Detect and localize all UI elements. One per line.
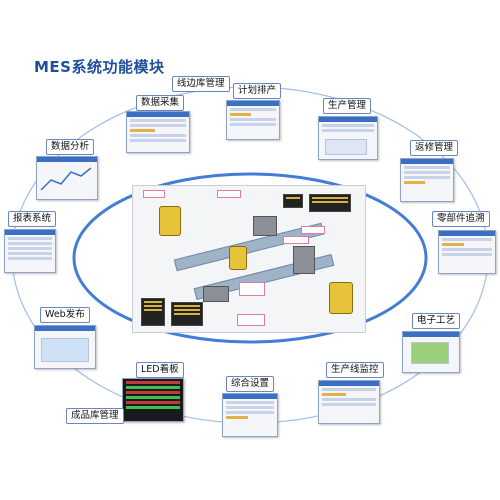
data-analysis-screenshot (36, 156, 98, 200)
module-report-label[interactable]: 报表系统 (8, 211, 57, 227)
station-tag (239, 282, 265, 296)
monitor-panel (171, 302, 203, 326)
production-line-diagram (132, 185, 366, 333)
monitor-panel (309, 194, 351, 212)
module-data-analysis-label[interactable]: 数据分析 (46, 139, 95, 155)
config-screenshot (222, 393, 278, 437)
module-data-collect-label[interactable]: 数据采集 (136, 95, 185, 111)
monitor-panel (283, 194, 303, 208)
parts-trace-screenshot (438, 230, 496, 274)
module-led-board-label[interactable]: LED看板 (136, 362, 184, 378)
line-monitor-screenshot (318, 380, 380, 424)
module-schedule-label[interactable]: 计划排产 (233, 83, 282, 99)
robot-arm (229, 246, 247, 270)
robot-arm (329, 282, 353, 314)
led-board-screenshot (122, 378, 184, 422)
machine (253, 216, 277, 236)
module-web-publish-label[interactable]: Web发布 (40, 307, 90, 323)
module-parts-trace-label[interactable]: 零部件追溯 (432, 211, 490, 227)
analysis-chart (40, 167, 92, 191)
module-config-label[interactable]: 综合设置 (226, 376, 275, 392)
robot-arm (159, 206, 181, 236)
module-e-process-label[interactable]: 电子工艺 (412, 313, 461, 329)
data-collect-screenshot (126, 111, 190, 153)
schedule-screenshot (226, 100, 280, 140)
e-process-screenshot (402, 331, 460, 373)
module-production-label[interactable]: 生产管理 (323, 98, 372, 114)
page-title: MES系统功能模块 (34, 58, 165, 76)
production-screenshot (318, 116, 378, 160)
monitor-panel (141, 298, 165, 326)
module-line-side-label[interactable]: 线边库管理 (172, 76, 230, 92)
station-tag (301, 226, 325, 234)
station-tag (283, 236, 309, 244)
module-repair-label[interactable]: 返修管理 (410, 140, 459, 156)
web-publish-screenshot (34, 325, 96, 369)
module-finished-goods-label[interactable]: 成品库管理 (66, 408, 124, 424)
report-screenshot (4, 229, 56, 273)
station-tag (217, 190, 241, 198)
station-tag (143, 190, 165, 198)
machine (293, 246, 315, 274)
station-tag (237, 314, 265, 326)
module-line-monitor-label[interactable]: 生产线监控 (326, 362, 384, 378)
machine (203, 286, 229, 302)
repair-screenshot (400, 158, 454, 202)
